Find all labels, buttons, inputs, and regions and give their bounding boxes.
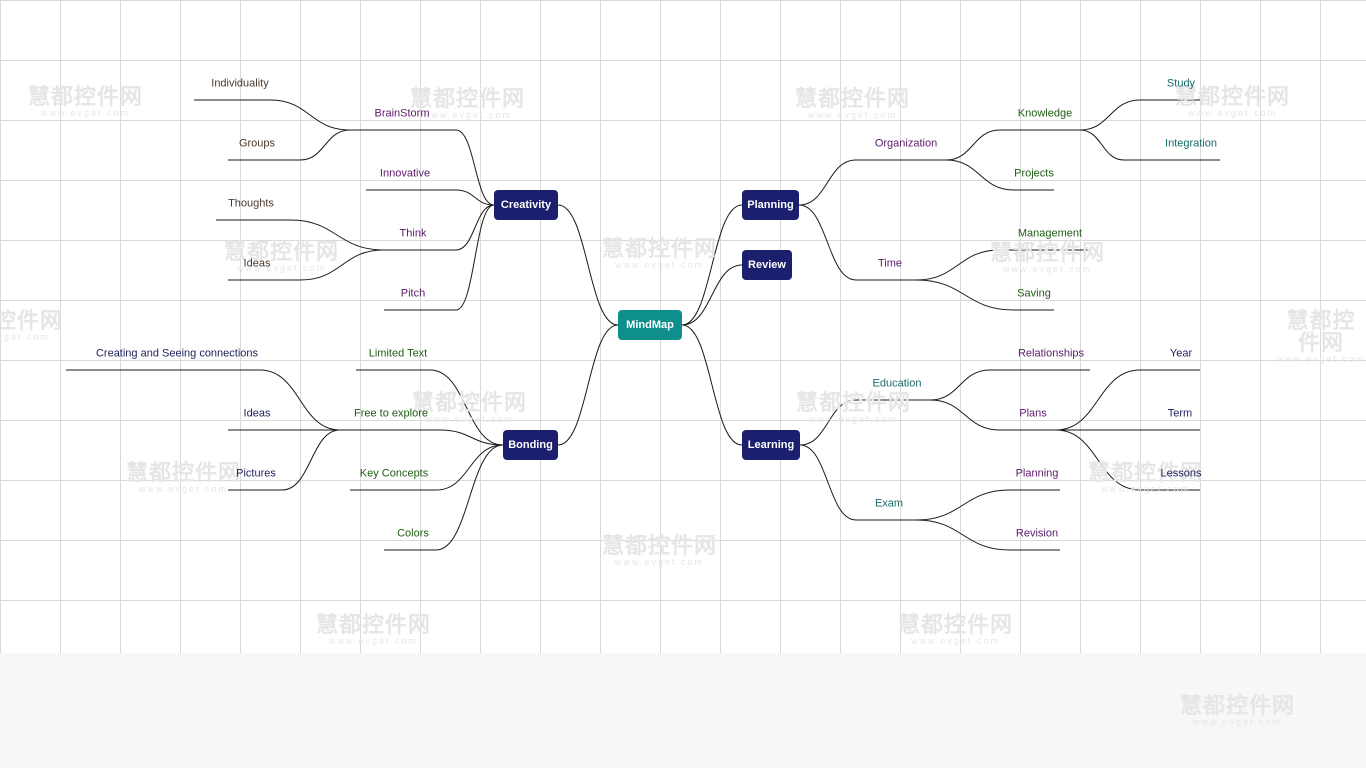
connector-explore-pictures	[281, 429, 341, 491]
connector-creativity-brainstorm	[455, 129, 495, 206]
topic-integration[interactable]: Integration	[1165, 137, 1217, 150]
topic-think[interactable]: Think	[399, 227, 427, 240]
topic-pitch[interactable]: Pitch	[400, 287, 426, 300]
topic-time[interactable]: Time	[877, 257, 903, 270]
connector-bonding-limited-text	[429, 369, 504, 446]
connector-time-management	[915, 249, 1001, 281]
topic-creating-connections[interactable]: Creating and Seeing connections	[95, 347, 259, 360]
topic-plans[interactable]: Plans	[1019, 407, 1047, 420]
topic-education[interactable]: Education	[872, 377, 922, 390]
connector-think-ideas	[299, 249, 385, 281]
connector-root-creativity	[557, 204, 619, 326]
connector-education-relationships	[929, 369, 991, 401]
topic-term[interactable]: Term	[1167, 407, 1193, 420]
connector-creativity-pitch	[455, 204, 495, 311]
topic-management[interactable]: Management	[1017, 227, 1083, 240]
topic-ideas-bonding[interactable]: Ideas	[243, 407, 271, 420]
node-bonding[interactable]: Bonding	[503, 430, 558, 460]
connector-education-plans	[929, 399, 1001, 431]
topic-relationships[interactable]: Relationships	[1017, 347, 1085, 360]
connector-creativity-think	[455, 204, 495, 251]
topic-individuality[interactable]: Individuality	[211, 77, 269, 90]
connector-layer	[66, 99, 1220, 551]
connector-bonding-free-to-explore	[439, 429, 504, 446]
topic-knowledge[interactable]: Knowledge	[1017, 107, 1073, 120]
connector-plans-year	[1055, 369, 1141, 431]
topic-study[interactable]: Study	[1166, 77, 1196, 90]
connector-planning-time	[798, 204, 857, 281]
connector-knowledge-study	[1079, 99, 1141, 131]
connector-plans-lessons	[1055, 429, 1141, 491]
topic-projects[interactable]: Projects	[1014, 167, 1054, 180]
connector-root-review	[681, 264, 743, 326]
topic-planning-sub[interactable]: Planning	[1015, 467, 1059, 480]
root-node-mindmap[interactable]: MindMap	[618, 310, 682, 340]
topic-pictures[interactable]: Pictures	[236, 467, 276, 480]
connector-knowledge-integration	[1079, 129, 1125, 161]
connector-brainstorm-groups	[299, 129, 351, 161]
node-planning[interactable]: Planning	[742, 190, 799, 220]
connector-think-thoughts	[289, 219, 385, 251]
connector-root-planning	[681, 204, 743, 326]
connector-learning-education	[799, 399, 857, 446]
connector-time-saving	[915, 279, 1015, 311]
topic-free-to-explore[interactable]: Free to explore	[354, 407, 428, 420]
topic-key-concepts[interactable]: Key Concepts	[359, 467, 429, 480]
topic-lessons[interactable]: Lessons	[1160, 467, 1202, 480]
topic-limited-text[interactable]: Limited Text	[368, 347, 428, 360]
connector-exam-planning	[915, 489, 1011, 521]
connector-creativity-innovative	[455, 189, 495, 206]
topic-exam[interactable]: Exam	[874, 497, 904, 510]
connector-exam-revision	[915, 519, 1011, 551]
connector-planning-organization	[798, 159, 857, 206]
topic-groups[interactable]: Groups	[238, 137, 276, 150]
topic-colors[interactable]: Colors	[397, 527, 429, 540]
topic-brainstorm[interactable]: BrainStorm	[374, 107, 430, 120]
connector-bonding-key-concepts	[435, 444, 504, 491]
topic-thoughts[interactable]: Thoughts	[228, 197, 274, 210]
connector-explore-connections	[259, 369, 341, 431]
connector-root-learning	[681, 324, 743, 446]
connector-bonding-colors	[435, 444, 504, 551]
node-learning[interactable]: Learning	[742, 430, 800, 460]
topic-year[interactable]: Year	[1169, 347, 1193, 360]
topic-revision[interactable]: Revision	[1015, 527, 1059, 540]
connector-organization-knowledge	[945, 129, 1001, 161]
topic-saving[interactable]: Saving	[1017, 287, 1051, 300]
topic-organization[interactable]: Organization	[874, 137, 938, 150]
connector-root-bonding	[557, 324, 619, 446]
node-review[interactable]: Review	[742, 250, 792, 280]
connector-learning-exam	[799, 444, 857, 521]
topic-innovative[interactable]: Innovative	[379, 167, 431, 180]
connector-organization-projects	[945, 159, 1015, 191]
connector-brainstorm-individuality	[269, 99, 351, 131]
node-creativity[interactable]: Creativity	[494, 190, 558, 220]
topic-ideas[interactable]: Ideas	[243, 257, 271, 270]
